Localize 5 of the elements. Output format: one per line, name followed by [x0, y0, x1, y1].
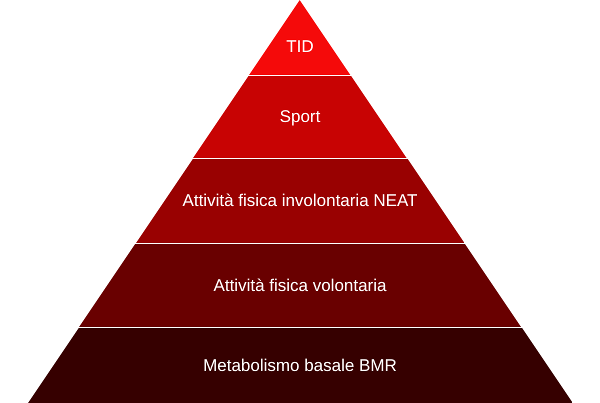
- level-label: TID: [285, 36, 315, 58]
- level-label: Attività fisica volontaria: [212, 274, 388, 296]
- level-label: Attività fisica involontaria NEAT: [182, 190, 418, 212]
- level-label: Sport: [278, 106, 322, 128]
- level-label: Metabolismo basale BMR: [202, 354, 398, 376]
